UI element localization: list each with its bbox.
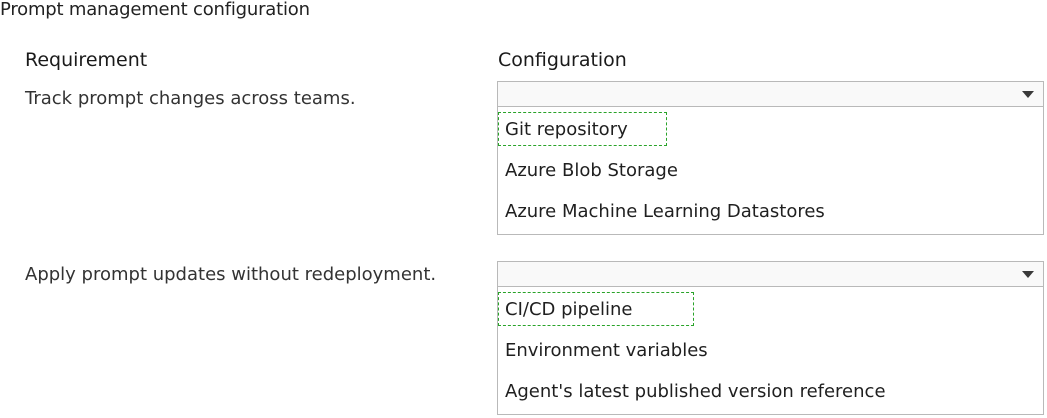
chevron-down-icon[interactable] [1022,91,1034,98]
dropdown-option-git-repository[interactable]: Git repository [498,109,1043,150]
dropdown-options-2: CI/CD pipeline Environment variables Age… [497,287,1044,415]
dropdown-option-agent-latest-version[interactable]: Agent's latest published version referen… [505,381,886,402]
highlight-box [498,292,694,326]
dropdown-header-1[interactable] [497,81,1044,107]
highlight-box [498,112,667,146]
chevron-down-icon[interactable] [1022,271,1034,278]
dropdown-option-azure-ml-datastores[interactable]: Azure Machine Learning Datastores [505,201,825,222]
requirement-text-1: Track prompt changes across teams. [25,88,356,109]
configuration-dropdown-1[interactable]: Git repository Azure Blob Storage Azure … [497,81,1044,235]
configuration-dropdown-2[interactable]: CI/CD pipeline Environment variables Age… [497,261,1044,415]
dropdown-option-environment-variables[interactable]: Environment variables [505,340,708,361]
requirement-header: Requirement [25,49,148,71]
dropdown-header-2[interactable] [497,261,1044,287]
requirement-text-2: Apply prompt updates without redeploymen… [25,264,437,285]
page-title: Prompt management configuration [0,0,310,20]
configuration-header: Configuration [498,49,627,71]
dropdown-option-azure-blob-storage[interactable]: Azure Blob Storage [505,160,678,181]
dropdown-option-cicd-pipeline[interactable]: CI/CD pipeline [498,289,1043,330]
dropdown-options-1: Git repository Azure Blob Storage Azure … [497,107,1044,235]
